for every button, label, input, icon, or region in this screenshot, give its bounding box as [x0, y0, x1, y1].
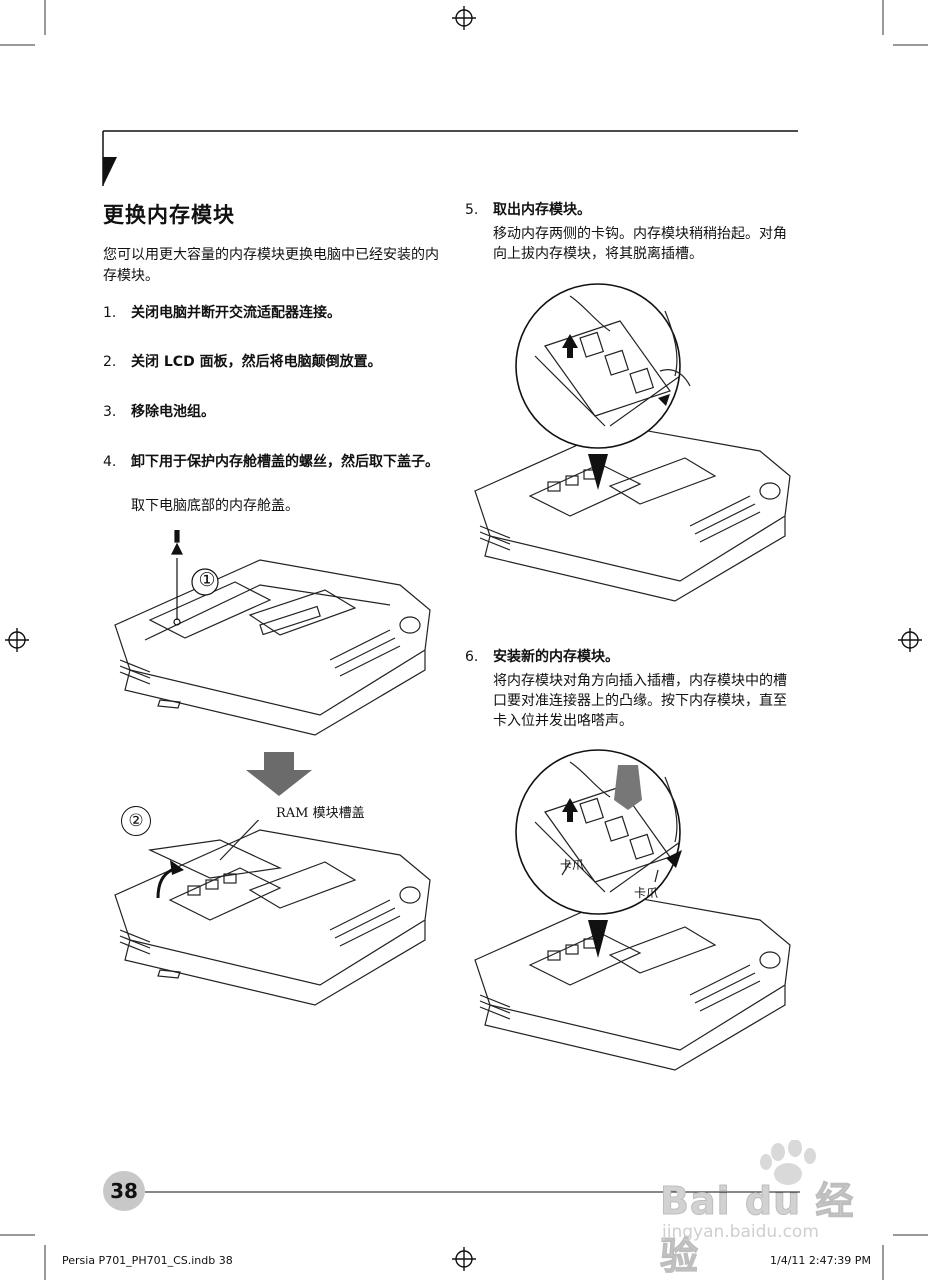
step-6-desc: 将内存模块对角方向插入插槽，内存模块中的槽口要对准连接器上的凸缘。按下内存模块，… [493, 673, 787, 729]
step-number: 5. [465, 202, 479, 218]
figure-remove-module [474, 283, 791, 602]
baidu-watermark: Bai du 经验 jingyan.baidu.com [660, 1140, 890, 1279]
ram-cover-label: RAM 模块槽盖 [276, 806, 365, 821]
step-4: 4. 卸下用于保护内存舱槽盖的螺丝，然后取下盖子。 [103, 453, 443, 493]
step-number: 4. [103, 454, 117, 470]
section-intro: 您可以用更大容量的内存模块更换电脑中已经安装的内存模块。 [103, 247, 439, 284]
section-title: 更换内存模块 [103, 203, 235, 227]
registration-mark-top [452, 6, 476, 30]
registration-mark-right [898, 628, 922, 652]
step-number: 2. [103, 354, 117, 370]
down-arrow-icon [246, 752, 312, 796]
figure-install-module [474, 749, 791, 1071]
page-number: 38 [103, 1171, 145, 1211]
watermark-brand: Bai du 经验 [660, 1179, 855, 1279]
step-number: 6. [465, 649, 479, 665]
section-flag [103, 157, 117, 186]
footer-timestamp: 1/4/11 2:47:39 PM [770, 1254, 871, 1267]
step-title: 安装新的内存模块。 [493, 649, 619, 665]
clip-label-left: 卡爪 [560, 858, 585, 872]
callout-2: ② [121, 806, 151, 836]
registration-mark-bottom [452, 1247, 476, 1271]
footer-file-info: Persia P701_PH701_CS.indb 38 [62, 1254, 233, 1267]
step-title: 关闭电脑并断开交流适配器连接。 [131, 305, 341, 321]
watermark-url: jingyan.baidu.com [662, 1222, 819, 1242]
step-title: 取出内存模块。 [493, 202, 591, 218]
baidu-paw-logo-icon [760, 1140, 816, 1185]
clip-label-right: 卡爪 [634, 886, 659, 900]
step-title: 卸下用于保护内存舱槽盖的螺丝，然后取下盖子。 [131, 454, 439, 470]
step-number: 1. [103, 305, 117, 321]
figure-cover-removed [114, 820, 431, 1006]
step-number: 3. [103, 404, 117, 420]
step-title: 移除电池组。 [131, 404, 215, 420]
figure-remove-cover-screw [114, 530, 431, 736]
step-title: 关闭 LCD 面板，然后将电脑颠倒放置。 [131, 354, 382, 370]
callout-1: ① [198, 569, 216, 591]
step-5-desc: 移动内存两侧的卡钩。内存模块稍稍抬起。对角向上拔内存模块，将其脱离插槽。 [493, 226, 787, 262]
step-4-desc: 取下电脑底部的内存舱盖。 [131, 498, 299, 514]
registration-mark-left [5, 628, 29, 652]
